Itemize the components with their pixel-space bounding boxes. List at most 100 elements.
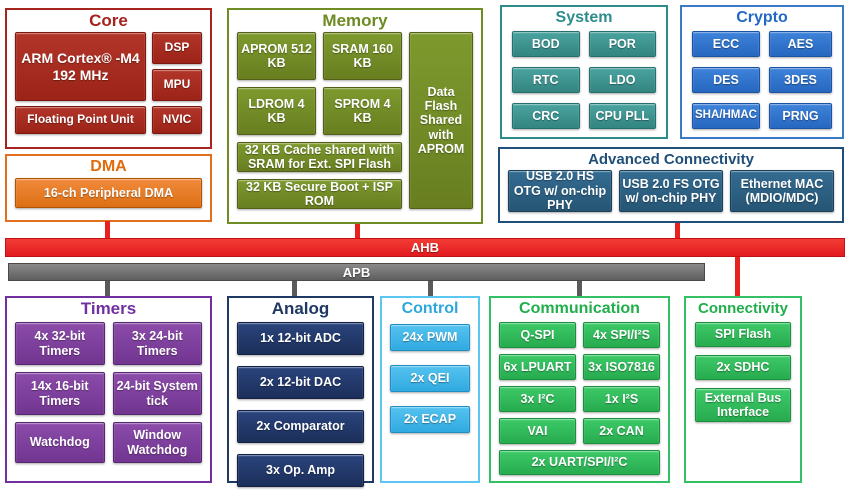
qspi-block: Q-SPI xyxy=(499,322,576,348)
cpu-pll-block: CPU PLL xyxy=(588,103,656,129)
peripheral-dma-block: 16-ch Peripheral DMA xyxy=(15,178,202,208)
qei-block: 2x QEI xyxy=(390,365,470,392)
communication-grid: Q-SPI 4x SPI/I²S 6x LPUART 3x ISO7816 3x… xyxy=(491,320,668,475)
crypto-grid: ECC AES DES 3DES SHA/HMAC PRNG xyxy=(682,29,842,129)
rtc-block: RTC xyxy=(512,67,580,93)
dac-block: 2x 12-bit DAC xyxy=(237,366,364,399)
core-title: Core xyxy=(89,11,128,30)
control-column: 24x PWM 2x QEI 2x ECAP xyxy=(382,320,478,433)
i2s-block: 1x I²S xyxy=(583,386,660,412)
advanced-connectivity-title: Advanced Connectivity xyxy=(588,151,754,168)
control-title: Control xyxy=(401,300,459,317)
ethernet-mac-block: Ethernet MAC (MDIO/MDC) xyxy=(730,170,834,212)
system-title: System xyxy=(555,9,613,26)
connector-apb-communication xyxy=(577,281,582,296)
usb-hs-otg-block: USB 2.0 HS OTG w/ on-chip PHY xyxy=(508,169,612,212)
connectivity-title: Connectivity xyxy=(697,300,788,317)
uart-spi-i2c-block: 2x UART/SPI/I²C xyxy=(499,450,660,475)
connector-ahb-connectivity xyxy=(735,257,740,296)
arm-frequency-label: 192 MHz xyxy=(52,66,109,83)
bod-block: BOD xyxy=(512,31,580,57)
crypto-section: Crypto ECC AES DES 3DES SHA/HMAC PRNG xyxy=(680,5,844,139)
des-block: DES xyxy=(692,67,760,93)
can-block: 2x CAN xyxy=(583,418,660,444)
ldrom-block: LDROM 4 KB xyxy=(237,87,316,135)
lpuart-block: 6x LPUART xyxy=(499,354,576,380)
connector-memory-ahb xyxy=(355,224,360,238)
memory-section: Memory APROM 512 KB SRAM 160 KB Data Fla… xyxy=(227,8,483,224)
apb-bus-label: APB xyxy=(342,264,371,280)
window-watchdog-block: Window Watchdog xyxy=(112,422,202,463)
system-section: System BOD POR RTC LDO CRC CPU PLL xyxy=(500,5,668,139)
timers-24bit-block: 3x 24-bit Timers xyxy=(112,322,202,365)
communication-section: Communication Q-SPI 4x SPI/I²S 6x LPUART… xyxy=(489,296,670,483)
vai-block: VAI xyxy=(499,418,576,444)
system-grid: BOD POR RTC LDO CRC CPU PLL xyxy=(502,29,666,129)
aprom-block: APROM 512 KB xyxy=(237,32,316,80)
crc-block: CRC xyxy=(512,103,580,129)
core-grid: ARM Cortex® -M4 192 MHz DSP MPU Floating… xyxy=(7,32,210,134)
connectivity-section: Connectivity SPI Flash 2x SDHC External … xyxy=(684,296,802,483)
secure-boot-block: 32 KB Secure Boot + ISP ROM xyxy=(237,179,402,209)
analog-section: Analog 1x 12-bit ADC 2x 12-bit DAC 2x Co… xyxy=(227,296,374,487)
control-section: Control 24x PWM 2x QEI 2x ECAP xyxy=(380,296,480,483)
analog-column: 1x 12-bit ADC 2x 12-bit DAC 2x Comparato… xyxy=(229,320,372,487)
i2c-block: 3x I²C xyxy=(499,386,576,412)
external-bus-interface-block: External Bus Interface xyxy=(695,388,791,422)
pwm-block: 24x PWM xyxy=(390,324,470,351)
timers-section: Timers 4x 32-bit Timers 3x 24-bit Timers… xyxy=(5,296,212,483)
3des-block: 3DES xyxy=(768,67,832,93)
ecap-block: 2x ECAP xyxy=(390,406,470,433)
timers-grid: 4x 32-bit Timers 3x 24-bit Timers 14x 16… xyxy=(7,320,210,463)
sram-block: SRAM 160 KB xyxy=(323,32,402,80)
timers-32bit-block: 4x 32-bit Timers xyxy=(15,322,105,365)
prng-block: PRNG xyxy=(768,103,832,129)
sha-hmac-block: SHA/HMAC xyxy=(692,103,760,129)
connector-apb-timers xyxy=(105,281,110,296)
crypto-title: Crypto xyxy=(736,9,788,26)
spi-flash-block: SPI Flash xyxy=(695,322,791,347)
timers-16bit-block: 14x 16-bit Timers xyxy=(15,372,105,415)
systick-block: 24-bit System tick xyxy=(112,372,202,415)
mpu-block: MPU xyxy=(152,69,202,101)
cache-block: 32 KB Cache shared with SRAM for Ext. SP… xyxy=(237,142,402,172)
watchdog-block: Watchdog xyxy=(15,422,105,463)
connector-dma-ahb xyxy=(105,221,110,238)
sprom-block: SPROM 4 KB xyxy=(323,87,402,135)
adc-block: 1x 12-bit ADC xyxy=(237,322,364,355)
sdhc-block: 2x SDHC xyxy=(695,355,791,380)
opamp-block: 3x Op. Amp xyxy=(237,454,364,487)
por-block: POR xyxy=(588,31,656,57)
data-flash-block: Data Flash Shared with APROM xyxy=(409,32,473,209)
communication-title: Communication xyxy=(519,300,640,317)
connector-apb-control xyxy=(428,281,433,296)
connector-advanced-connectivity-ahb xyxy=(675,223,680,238)
memory-grid: APROM 512 KB SRAM 160 KB Data Flash Shar… xyxy=(229,32,481,209)
ahb-bus-label: AHB xyxy=(410,240,440,255)
memory-title: Memory xyxy=(322,11,388,30)
arm-cortex-block: ARM Cortex® -M4 192 MHz xyxy=(15,32,146,101)
ahb-bus: AHB xyxy=(5,238,845,257)
timers-title: Timers xyxy=(80,299,137,318)
aes-block: AES xyxy=(768,31,832,57)
dma-body: 16-ch Peripheral DMA xyxy=(7,178,210,208)
ecc-block: ECC xyxy=(692,31,760,57)
dsp-block: DSP xyxy=(152,32,202,64)
arm-cortex-label: ARM Cortex® -M4 xyxy=(21,50,140,67)
usb-fs-otg-block: USB 2.0 FS OTG w/ on-chip PHY xyxy=(619,170,723,212)
core-section: Core ARM Cortex® -M4 192 MHz DSP MPU Flo… xyxy=(5,8,212,149)
connector-apb-analog xyxy=(292,281,297,296)
ldo-block: LDO xyxy=(588,67,656,93)
nvic-block: NVIC xyxy=(152,106,202,134)
advanced-connectivity-grid: USB 2.0 HS OTG w/ on-chip PHY USB 2.0 FS… xyxy=(500,169,842,212)
advanced-connectivity-section: Advanced Connectivity USB 2.0 HS OTG w/ … xyxy=(498,147,844,223)
spi-i2s-block: 4x SPI/I²S xyxy=(583,322,660,348)
apb-bus: APB xyxy=(8,263,705,281)
fpu-block: Floating Point Unit xyxy=(15,106,146,134)
dma-section: DMA 16-ch Peripheral DMA xyxy=(5,154,212,222)
iso7816-block: 3x ISO7816 xyxy=(583,354,660,380)
dma-title: DMA xyxy=(90,158,127,175)
connectivity-column: SPI Flash 2x SDHC External Bus Interface xyxy=(686,320,800,422)
comparator-block: 2x Comparator xyxy=(237,410,364,443)
